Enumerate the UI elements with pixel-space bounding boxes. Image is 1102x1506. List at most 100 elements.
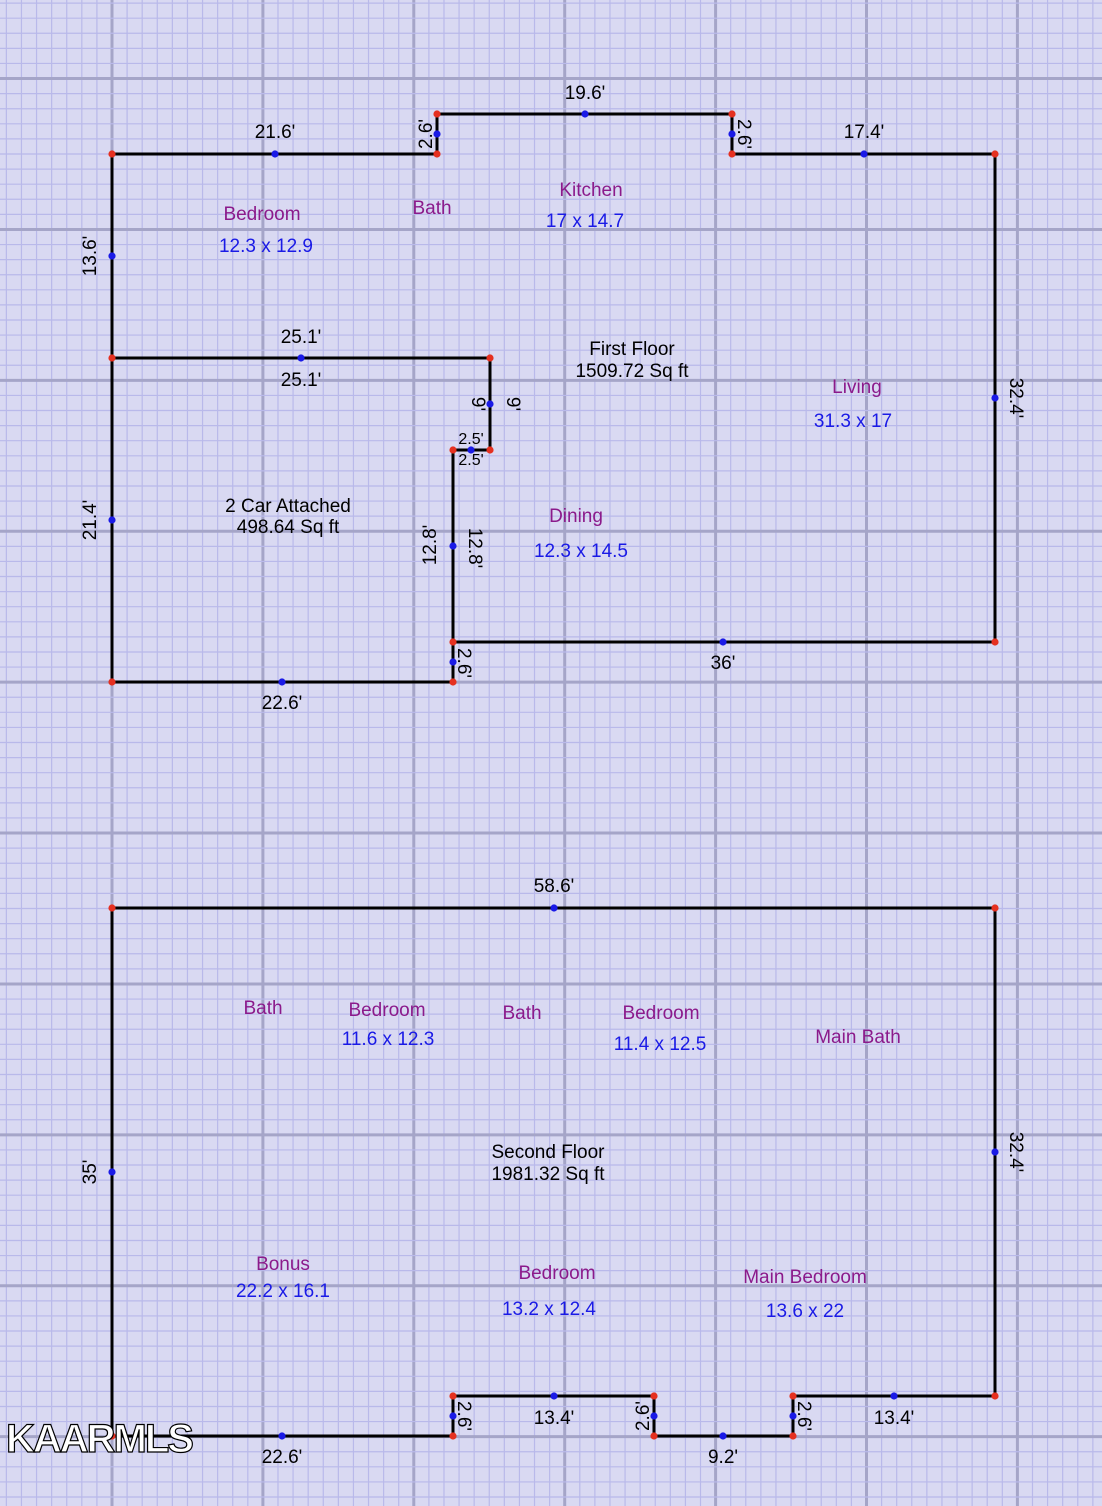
room-dining-dims: 12.3 x 14.5 (534, 541, 628, 562)
corner-point (433, 110, 441, 118)
room-living-name: Living (832, 377, 882, 398)
corner-point (449, 446, 457, 454)
dim-garage-top-above: 25.1' (281, 327, 322, 348)
second-floor-dimensions: 58.6' 35' 32.4' 2.6' 13.4' 2.6' 2.6' 13.… (80, 876, 1026, 1468)
room-bath1-name: Bath (412, 198, 451, 219)
dim-left-upper: 13.6' (80, 236, 101, 277)
corner-point (449, 1432, 457, 1440)
dim-top-right: 17.4' (844, 122, 885, 143)
dim-top-second: 58.6' (534, 876, 575, 897)
midpoint-marker (728, 130, 736, 138)
room-main-bedroom-dims: 13.6 x 22 (766, 1301, 844, 1322)
corner-point (789, 1392, 797, 1400)
dim-garage-jog: 2.6' (453, 648, 474, 678)
midpoint-marker (278, 1432, 286, 1440)
corner-point (991, 904, 999, 912)
corner-point (486, 354, 494, 362)
second-floor-title: Second Floor (491, 1142, 605, 1163)
dim-right-second: 32.4' (1005, 1132, 1026, 1173)
corner-point (991, 638, 999, 646)
room-bath3-name: Bath (502, 1003, 541, 1024)
midpoint-marker (433, 130, 441, 138)
first-floor-dimensions: 19.6' 21.6' 2.6' 2.6' 17.4' 13.6' 25.1' … (80, 83, 1026, 714)
corner-point (650, 1432, 658, 1440)
dim-notch-left: 9' (467, 397, 488, 411)
corner-point (486, 446, 494, 454)
midpoint-marker (449, 658, 457, 666)
midpoint-marker (991, 1148, 999, 1156)
corner-point (108, 904, 116, 912)
dim-bottom-second-mid: 9.2' (708, 1447, 738, 1468)
corner-point (650, 1392, 658, 1400)
dim-notch-b: 13.4' (874, 1408, 915, 1429)
second-floor-area: 1981.32 Sq ft (491, 1164, 605, 1185)
corner-point (433, 150, 441, 158)
dim-bottom-second-left: 22.6' (262, 1447, 303, 1468)
corner-point (449, 1392, 457, 1400)
room-bonus-name: Bonus (256, 1254, 310, 1275)
room-bonus-dims: 22.2 x 16.1 (236, 1281, 330, 1302)
dim-top-left: 21.6' (255, 122, 296, 143)
dim-step-above: 2.5' (458, 431, 483, 448)
kaarmls-logo: KAARMLS (6, 1417, 193, 1461)
dim-garage-top-below: 25.1' (281, 370, 322, 391)
room-bedroom4-name: Bedroom (518, 1263, 595, 1284)
corner-point (728, 150, 736, 158)
room-bedroom2-name: Bedroom (348, 1000, 425, 1021)
room-kitchen-dims: 17 x 14.7 (546, 211, 624, 232)
corner-point (108, 1432, 116, 1440)
midpoint-marker (449, 1412, 457, 1420)
dim-dining-left-out: 12.8' (420, 525, 441, 566)
dim-left-garage: 21.4' (80, 500, 101, 541)
dim-bottom-first: 36' (711, 653, 736, 674)
corner-point (108, 678, 116, 686)
midpoint-marker (108, 1168, 116, 1176)
dim-jog-left: 2.6' (416, 119, 437, 149)
corner-point (108, 150, 116, 158)
wall-vertices (108, 110, 999, 1440)
midpoint-marker (890, 1392, 898, 1400)
dim-top-kitchen: 19.6' (565, 83, 606, 104)
corner-point (449, 678, 457, 686)
midpoint-marker (789, 1412, 797, 1420)
midpoint-marker (486, 400, 494, 408)
corner-point (108, 354, 116, 362)
room-main-bedroom-name: Main Bedroom (743, 1267, 867, 1288)
midpoint-marker (550, 904, 558, 912)
midpoint-marker (108, 252, 116, 260)
corner-point (728, 110, 736, 118)
room-bedroom2-dims: 11.6 x 12.3 (342, 1029, 435, 1050)
midpoint-marker (449, 542, 457, 550)
room-bedroom3-dims: 11.4 x 12.5 (614, 1034, 707, 1055)
room-labels: Bedroom 12.3 x 12.9 Bath Kitchen 17 x 14… (219, 180, 901, 1322)
midpoint-marker (108, 516, 116, 524)
room-bath2-name: Bath (243, 998, 282, 1019)
midpoint-marker (467, 446, 475, 454)
dim-notch-a: 13.4' (534, 1408, 575, 1429)
dim-dining-left-in: 12.8' (464, 528, 485, 569)
first-floor-area: 1509.72 Sq ft (575, 361, 689, 382)
corner-point (789, 1432, 797, 1440)
midpoint-marker (719, 1432, 727, 1440)
room-main-bath-name: Main Bath (815, 1027, 901, 1048)
room-bedroom3-name: Bedroom (622, 1003, 699, 1024)
midpoint-marker (581, 110, 589, 118)
dim-jog-b: 2.6' (633, 1401, 654, 1431)
midpoint-marker (650, 1412, 658, 1420)
dim-garage-bottom: 22.6' (262, 693, 303, 714)
garage-title: 2 Car Attached (225, 496, 351, 517)
midpoint-marker (550, 1392, 558, 1400)
first-floor-title: First Floor (589, 339, 675, 360)
dim-left-second: 35' (80, 1160, 101, 1185)
midpoint-marker (860, 150, 868, 158)
room-bedroom1-name: Bedroom (223, 204, 300, 225)
midpoint-marker (991, 394, 999, 402)
dim-jog-right: 2.6' (733, 119, 754, 149)
midpoint-marker (297, 354, 305, 362)
room-bedroom4-dims: 13.2 x 12.4 (502, 1299, 596, 1320)
midpoint-marker (271, 150, 279, 158)
dim-notch-right: 9' (502, 397, 523, 411)
